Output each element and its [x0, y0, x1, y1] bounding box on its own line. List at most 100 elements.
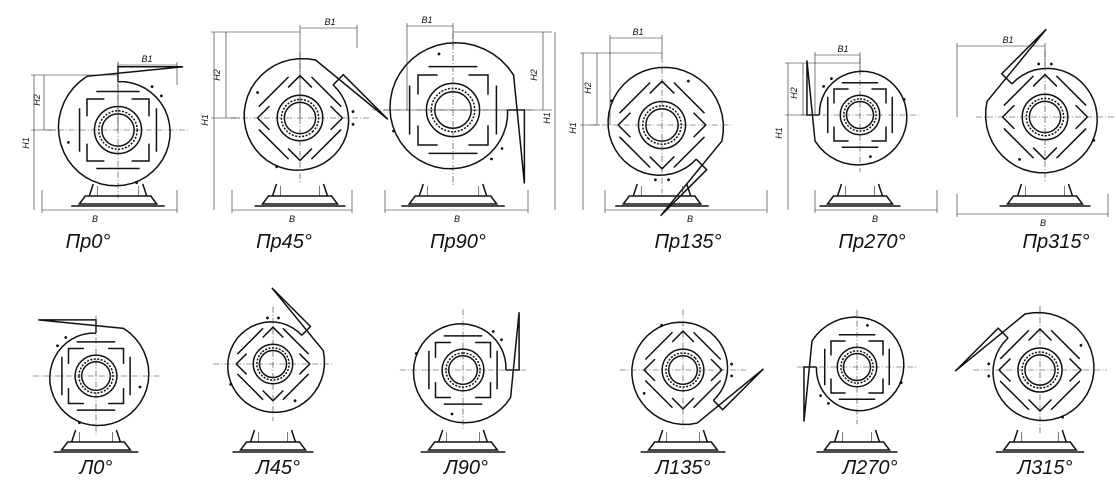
label-l270: Л270° — [840, 457, 897, 479]
dim-b: B — [454, 214, 460, 224]
rivet-dot — [1079, 343, 1083, 347]
rivet-dot — [642, 391, 646, 395]
inlet-ring-dashed — [1021, 351, 1059, 389]
base-ribs — [845, 186, 875, 196]
fan-figure — [32, 315, 160, 453]
inlet-ring-outer — [1021, 93, 1069, 141]
dim-h2: H2 — [789, 87, 799, 99]
housing-wall — [282, 373, 310, 401]
housing-wall — [618, 136, 651, 169]
fan-body — [954, 311, 1095, 422]
bracket-line — [833, 88, 849, 104]
bracket-line — [830, 378, 846, 394]
dim-h2: H2 — [529, 69, 539, 81]
base-ribs — [280, 186, 320, 196]
volute-housing — [803, 316, 905, 422]
base-frame — [77, 195, 159, 205]
label-pr315: Пр315° — [1023, 231, 1090, 253]
base-frame — [407, 195, 499, 205]
dim-b1: B1 — [421, 15, 432, 25]
fan-body — [38, 319, 150, 427]
inlet-ring-dashed — [642, 105, 682, 145]
bracket-line — [131, 98, 150, 117]
base-frame — [261, 195, 339, 205]
inlet-ring-inner — [258, 349, 288, 379]
label-pr135: Пр135° — [655, 231, 722, 253]
fan-figure — [580, 35, 768, 217]
label-l90: Л90° — [442, 457, 488, 479]
inlet-ring-dashed — [665, 352, 701, 388]
base-legs — [70, 429, 122, 443]
housing-wall — [258, 76, 290, 108]
housing-wall — [310, 128, 342, 160]
housing-wall — [258, 128, 290, 160]
bracket-line — [287, 148, 313, 162]
dim-b1: B1 — [632, 27, 643, 37]
volute-housing — [57, 66, 184, 187]
bracket-line — [67, 347, 84, 364]
fan-body — [803, 316, 905, 422]
housing-wall — [1003, 75, 1035, 107]
fan-figure — [399, 309, 527, 453]
dim-b: B — [1040, 218, 1046, 228]
bracket-line — [417, 74, 438, 95]
label-pr45: Пр45° — [256, 231, 312, 253]
inlet-ring-dashed — [1025, 97, 1065, 137]
base-ribs — [258, 432, 288, 442]
fan-figure — [213, 287, 333, 453]
inlet-ring-outer — [637, 100, 687, 150]
volute-housing — [227, 287, 326, 414]
housing-wall — [673, 136, 706, 169]
base-frame — [427, 441, 499, 451]
rivet-dot — [275, 165, 279, 169]
bracket-line — [108, 347, 125, 364]
dim-h1: H1 — [21, 137, 31, 149]
rivet-dot — [822, 84, 825, 88]
fan-body — [243, 57, 389, 171]
rivet-dot — [150, 85, 154, 88]
label-l45: Л45° — [254, 457, 300, 479]
base-ribs — [640, 186, 684, 196]
base-ribs — [666, 432, 700, 442]
rivet-dot — [229, 382, 233, 386]
base-frame — [1006, 195, 1084, 205]
bracket-line — [871, 126, 887, 142]
inlet-ring-inner — [283, 101, 317, 135]
dim-h2: H2 — [583, 82, 593, 94]
dim-b: B — [872, 214, 878, 224]
housing-wall — [692, 331, 722, 361]
base-ribs — [79, 432, 113, 442]
housing-wall — [1050, 380, 1081, 411]
volute-housing — [806, 60, 908, 166]
base-frame — [647, 441, 719, 451]
bracket-line — [417, 125, 438, 146]
base-ribs — [1025, 186, 1065, 196]
dim-h1: H1 — [568, 122, 578, 134]
housing-wall — [999, 329, 1030, 360]
bracket-line — [468, 74, 489, 95]
rivet-dot — [686, 79, 690, 83]
dim-b1: B1 — [141, 54, 152, 64]
base-legs — [836, 183, 884, 197]
housing-wall — [673, 81, 706, 114]
base-frame — [1002, 441, 1078, 451]
rivet-dot — [351, 122, 355, 126]
base-legs — [632, 183, 692, 197]
housing-wall — [282, 327, 310, 355]
fan-figure — [211, 25, 389, 213]
bracket-line — [868, 340, 884, 356]
rivet-dot — [437, 52, 441, 56]
bracket-line — [131, 143, 150, 162]
base-legs — [437, 429, 489, 443]
rivet-dot — [730, 374, 734, 378]
bracket-line — [108, 388, 125, 405]
dim-h1: H1 — [774, 127, 784, 139]
housing-wall — [236, 373, 264, 401]
base-ribs — [96, 186, 140, 196]
rivet-dot — [138, 385, 142, 389]
rivet-dot — [830, 77, 833, 80]
dim-b1: B1 — [1002, 35, 1013, 45]
housing-wall — [644, 379, 674, 409]
inlet-ring-outer — [276, 94, 324, 142]
base-legs — [657, 429, 709, 443]
